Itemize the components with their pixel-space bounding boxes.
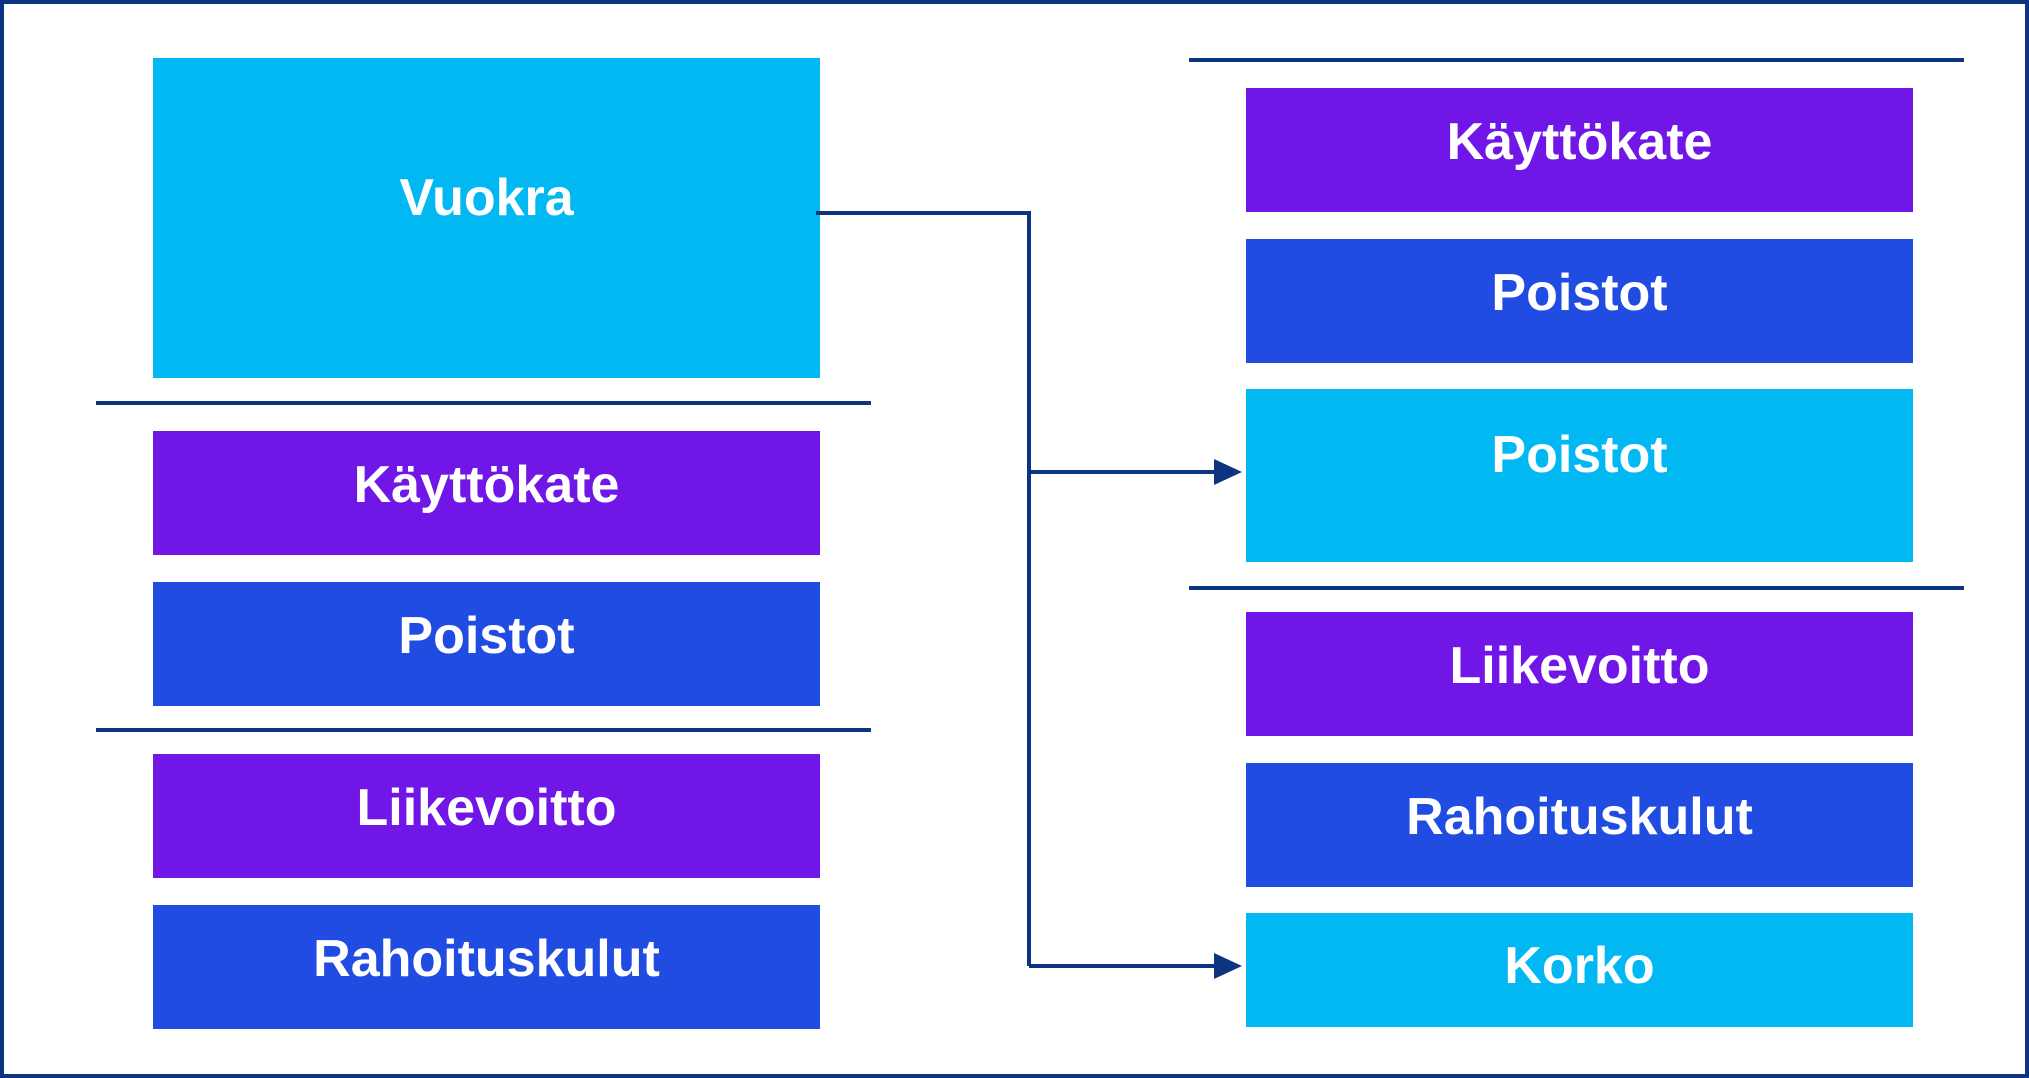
- arrowhead-interest-icon: [1214, 953, 1242, 979]
- right-operating-profit-label: Liikevoitto: [1449, 637, 1710, 695]
- right-ebitda-label: Käyttökate: [1446, 113, 1713, 171]
- left-divider-top: [96, 401, 871, 405]
- left-operating-profit-box: Liikevoitto: [153, 754, 820, 878]
- lease-box: Vuokra: [153, 58, 820, 378]
- right-divider-top: [1189, 58, 1964, 62]
- left-financial-costs-box: Rahoituskulut: [153, 905, 820, 1029]
- right-operating-profit-box: Liikevoitto: [1246, 612, 1913, 736]
- arrowhead-depreciation-icon: [1214, 459, 1242, 485]
- right-depreciation-lease-label: Poistot: [1491, 426, 1668, 484]
- right-divider-bottom: [1189, 586, 1964, 590]
- right-depreciation-box: Poistot: [1246, 239, 1913, 363]
- connector-trunk: [816, 211, 1031, 966]
- left-depreciation-box: Poistot: [153, 582, 820, 706]
- left-ebitda-label: Käyttökate: [353, 456, 620, 514]
- lease-label: Vuokra: [399, 169, 574, 227]
- left-ebitda-box: Käyttökate: [153, 431, 820, 555]
- right-interest-label: Korko: [1504, 937, 1655, 995]
- right-financial-costs-label: Rahoituskulut: [1406, 788, 1753, 846]
- left-divider-bottom: [96, 728, 871, 732]
- left-operating-profit-label: Liikevoitto: [356, 779, 617, 837]
- right-financial-costs-box: Rahoituskulut: [1246, 763, 1913, 887]
- right-interest-box: Korko: [1246, 913, 1913, 1027]
- right-depreciation-lease-box: Poistot: [1246, 389, 1913, 562]
- left-depreciation-label: Poistot: [398, 607, 575, 665]
- right-depreciation-label: Poistot: [1491, 264, 1668, 322]
- right-ebitda-box: Käyttökate: [1246, 88, 1913, 212]
- left-financial-costs-label: Rahoituskulut: [313, 930, 660, 988]
